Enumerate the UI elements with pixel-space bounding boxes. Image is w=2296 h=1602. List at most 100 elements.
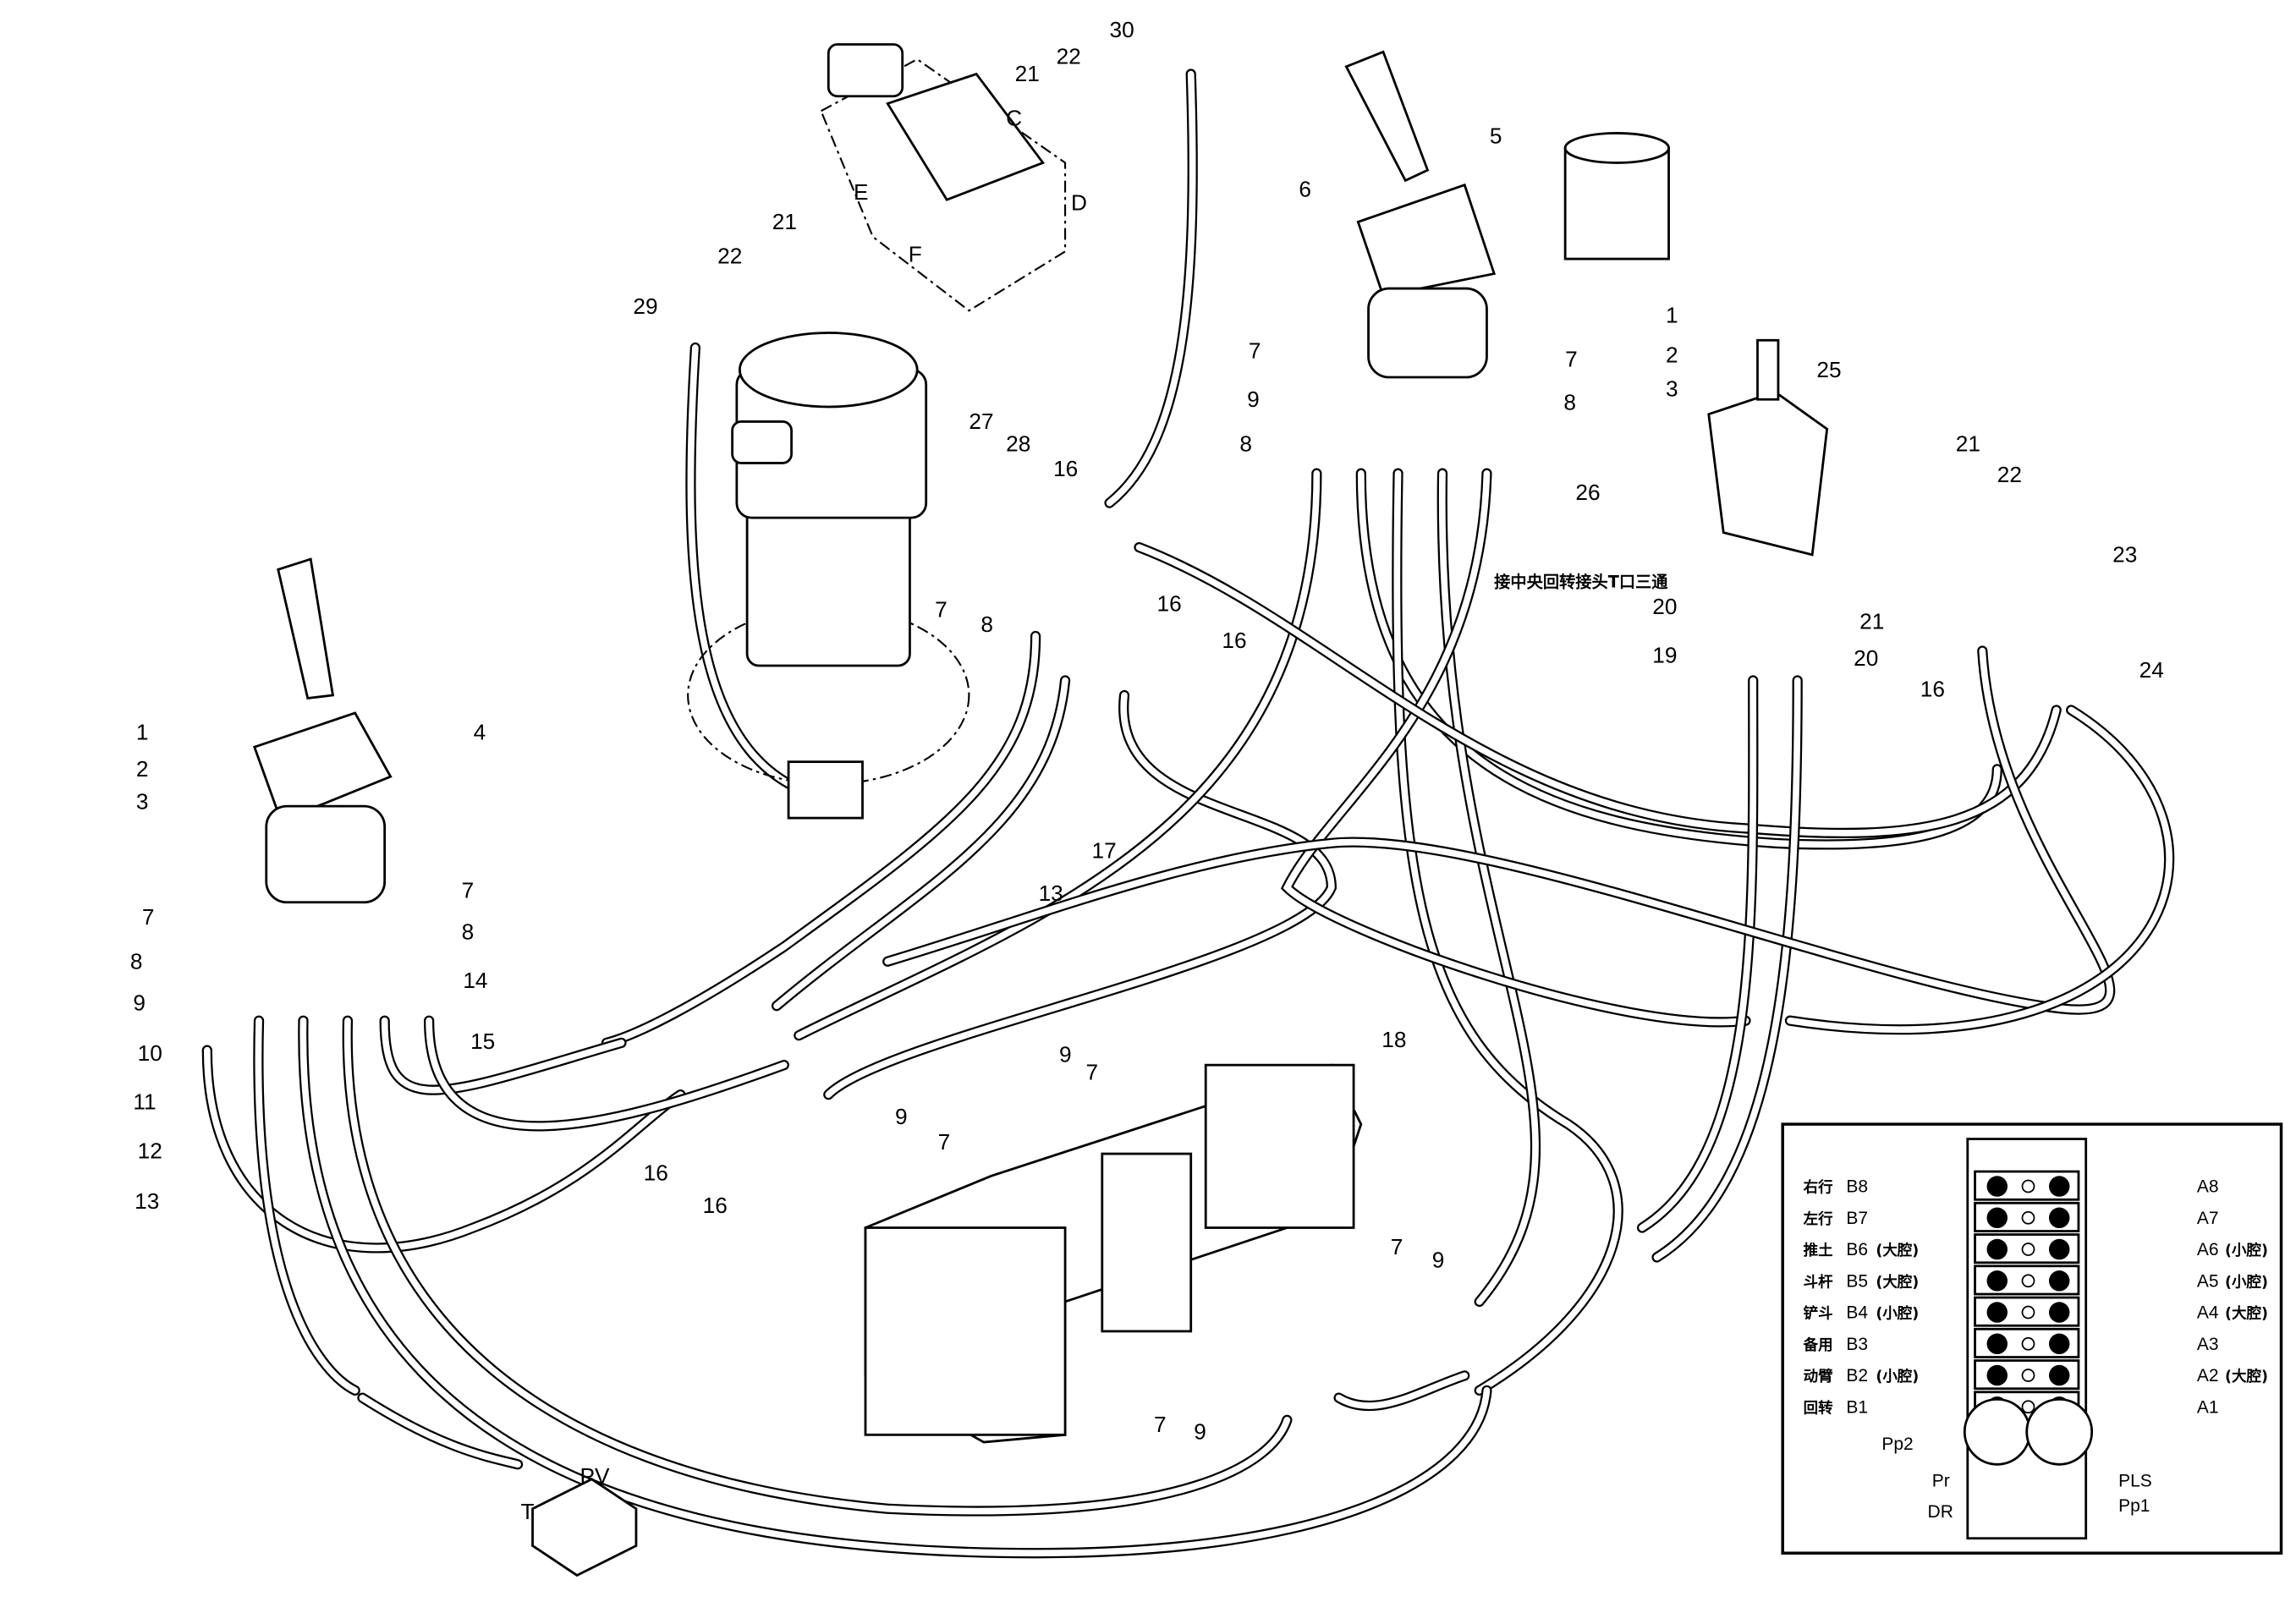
solenoid-valve — [820, 43, 1067, 312]
port-a-label: A7 — [2197, 1209, 2219, 1228]
callout-label: 9 — [1059, 1042, 1072, 1067]
hose — [1636, 675, 1759, 1233]
callout-label: 16 — [1053, 456, 1078, 481]
callout-label: 16 — [1222, 628, 1246, 653]
hose — [1651, 675, 1803, 1263]
port-b-circle — [1986, 1270, 2008, 1292]
callout-label: 8 — [1563, 389, 1576, 414]
callout-label: 16 — [644, 1160, 668, 1186]
callout-label: 25 — [1816, 357, 1841, 382]
port-b-label: B1 — [1846, 1397, 1868, 1417]
callout-label: 21 — [1015, 61, 1040, 86]
callout-label: 16 — [703, 1193, 728, 1218]
port-a-circle — [2048, 1270, 2070, 1292]
hose — [1787, 706, 2172, 1033]
callout-label: 22 — [1057, 43, 1081, 69]
callout-label: 19 — [1652, 642, 1677, 667]
main-control-valve — [864, 1063, 1363, 1444]
callout-label: 7 — [1391, 1234, 1403, 1259]
section-name: 斗杆 — [1804, 1274, 1833, 1291]
callout-label: 7 — [1086, 1060, 1099, 1085]
port-b-chamber: (小腔) — [1876, 1368, 1919, 1385]
callout-label: 18 — [1381, 1027, 1406, 1052]
callout-label: 16 — [1920, 677, 1945, 702]
callout-label: 9 — [1247, 387, 1260, 412]
callout-label: D — [1071, 189, 1087, 215]
port-dr: DR — [1928, 1502, 1953, 1522]
callout-label: 22 — [1997, 462, 2022, 487]
hose — [687, 344, 832, 803]
section-name: 右行 — [1804, 1179, 1833, 1197]
callout-label: 12 — [138, 1138, 162, 1163]
port-a-circle — [2048, 1176, 2070, 1197]
port-b-label: B4 — [1846, 1303, 1868, 1323]
hose — [773, 677, 1068, 1010]
section-name: 左行 — [1804, 1210, 1833, 1228]
spool-circle — [2021, 1305, 2035, 1319]
spool-circle — [2021, 1274, 2035, 1288]
left-joystick — [252, 557, 393, 904]
hose — [203, 1046, 684, 1252]
hose — [1135, 544, 2060, 837]
hose — [1653, 677, 1801, 1261]
callout-label: 7 — [462, 878, 475, 903]
hose — [601, 630, 1041, 1049]
callout-label: 5 — [1490, 123, 1502, 149]
port-b-circle — [1986, 1238, 2008, 1260]
callout-label: 9 — [895, 1104, 908, 1129]
port-a-circle — [2048, 1364, 2070, 1386]
port-a-circle — [2048, 1302, 2070, 1323]
port-b-chamber: (大腔) — [1876, 1273, 1919, 1291]
callout-label: 21 — [1859, 608, 1884, 634]
port-a-label: A4 — [2197, 1303, 2219, 1323]
hoses — [201, 69, 2175, 1559]
callout-label: 21 — [1956, 431, 1980, 456]
callout-label: C — [1006, 106, 1022, 131]
port-pr: Pr — [1932, 1472, 1950, 1491]
hose — [1106, 70, 1196, 507]
section-name: 动臂 — [1804, 1368, 1833, 1385]
callout-label: 13 — [1039, 881, 1063, 906]
port-b-label: B2 — [1846, 1366, 1868, 1385]
callout-label: 7 — [1565, 347, 1578, 372]
callout-label: 8 — [980, 612, 993, 637]
hose — [795, 469, 1321, 1040]
port-b-circle — [1986, 1302, 2008, 1323]
callout-label: 14 — [463, 968, 487, 993]
port-a-chamber: (大腔) — [2225, 1368, 2268, 1385]
hose — [299, 1017, 1491, 1557]
hose — [825, 692, 1335, 1098]
hose — [359, 1394, 521, 1468]
callout-label: 11 — [133, 1089, 156, 1115]
hose — [1357, 469, 2001, 848]
hose — [603, 633, 1039, 1046]
callout-label: 7 — [935, 596, 948, 622]
callout-label: PV — [579, 1463, 609, 1489]
callout-label: 23 — [2112, 542, 2137, 568]
port-b-chamber: (大腔) — [1876, 1242, 1919, 1259]
callout-label: 6 — [1299, 177, 1311, 202]
callout-label: 8 — [130, 948, 143, 974]
hose — [1104, 69, 1198, 508]
callout-label: F — [909, 242, 922, 267]
port-a-label: A3 — [2197, 1335, 2219, 1354]
port-a-circle — [2048, 1238, 2070, 1260]
callout-label: 7 — [1154, 1412, 1167, 1437]
callouts: 302221CDEF212229272816781616171318567987… — [130, 17, 2164, 1524]
callout-label: 29 — [633, 294, 657, 319]
callout-label: 1 — [1666, 302, 1678, 327]
port-a-circle — [2048, 1207, 2070, 1229]
spool-circle — [2021, 1400, 2035, 1414]
callout-label: 16 — [1156, 590, 1181, 616]
hose — [884, 647, 2113, 1013]
right-joystick — [1344, 50, 1497, 379]
port-pp1: Pp1 — [2118, 1496, 2150, 1516]
callout-label: 30 — [1110, 17, 1134, 42]
spool-circle — [2021, 1179, 2035, 1193]
callout-label: 24 — [2139, 657, 2164, 683]
callout-label: 9 — [1194, 1419, 1206, 1445]
spool-circle — [2021, 1243, 2035, 1256]
callout-label: 20 — [1652, 594, 1677, 619]
callout-label: 9 — [133, 990, 146, 1015]
